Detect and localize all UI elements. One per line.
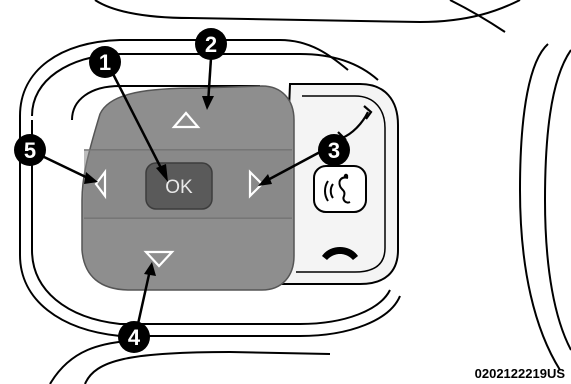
left-arrow-icon[interactable] — [94, 168, 107, 200]
figure-code: 0202122219US — [475, 366, 566, 381]
callout-1-label: 1 — [99, 50, 111, 75]
callout-4-label: 4 — [128, 325, 141, 350]
ok-button[interactable]: OK — [145, 162, 213, 210]
voice-command-icon — [324, 173, 351, 204]
steering-wheel-outline — [49, 0, 571, 384]
leader-arrowheads — [84, 96, 272, 276]
callout-2-label: 2 — [205, 32, 217, 57]
callout-4: 4 — [118, 321, 150, 353]
callout-5-label: 5 — [24, 138, 36, 163]
callout-5: 5 — [14, 134, 46, 166]
down-arrow-icon[interactable] — [143, 250, 175, 268]
callout-2: 2 — [195, 28, 227, 60]
callout-1: 1 — [89, 46, 121, 78]
ok-button-label: OK — [165, 177, 193, 198]
callout-3-label: 3 — [328, 138, 340, 163]
right-arrow-icon[interactable] — [248, 169, 264, 199]
callout-3: 3 — [318, 134, 350, 166]
leader-lines — [41, 57, 321, 325]
up-arrow-icon[interactable] — [171, 111, 201, 129]
phone-hangup-icon[interactable] — [322, 247, 358, 260]
voice-command-button[interactable] — [313, 165, 367, 213]
